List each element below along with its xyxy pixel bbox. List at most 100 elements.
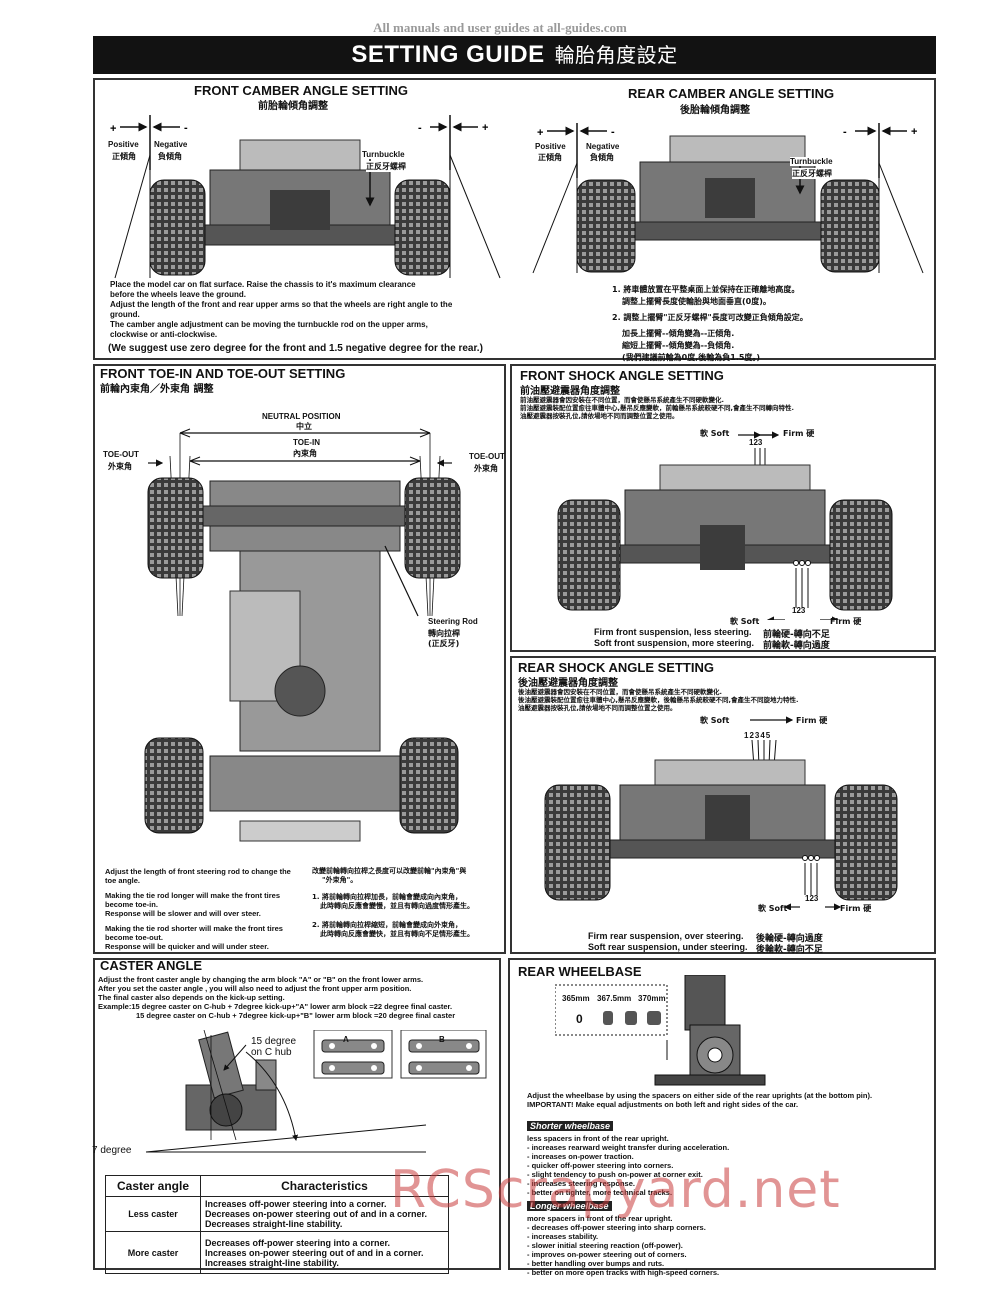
svg-text:-: -: [843, 126, 847, 138]
list-item: - increases on-power traction.: [527, 1152, 634, 1161]
caster-table: Caster angle Characteristics Less caster…: [105, 1175, 449, 1274]
neutral-label: NEUTRAL POSITION: [262, 412, 341, 421]
size-365: 365mm: [562, 994, 590, 1003]
text-line: Example:15 degree caster on C-hub + 7deg…: [98, 1002, 453, 1011]
text-line: 此時轉向反應會變快，並且有轉向不足情形產生。: [320, 930, 474, 938]
text-line: IMPORTANT! Make equal adjustments on bot…: [527, 1100, 799, 1109]
list-item: - increases rearward weight transfer dur…: [527, 1143, 730, 1152]
text-line: The camber angle adjustment can be movin…: [110, 320, 428, 329]
caster-angle-header: Caster angle: [105, 1175, 201, 1197]
toe-zh-text: 改變前輪轉向拉桿之長度可以改變前輪"內束角"與 "外束角"。 1. 將前輪轉向拉…: [312, 867, 502, 939]
rear-soft-top: 軟 Soft: [700, 716, 730, 725]
page-title-en: SETTING GUIDE: [351, 41, 545, 68]
top-watermark: All manuals and user guides at all-guide…: [373, 20, 627, 35]
front-turnbuckle-label: Turnbuckle: [362, 150, 405, 159]
svg-text:-: -: [184, 122, 188, 134]
block-a-label: A: [343, 1035, 349, 1044]
toe-title-zh: 前輪內束角／外束角 調整: [100, 384, 214, 395]
table-row: More caster Decreases off-power steering…: [105, 1231, 449, 1274]
list-item: less spacers in front of the rear uprigh…: [527, 1134, 669, 1143]
front-shock-title: FRONT SHOCK ANGLE SETTING: [520, 368, 724, 383]
characteristics-header: Characteristics: [200, 1175, 449, 1197]
text-line: Adjust the length of the front and rear …: [110, 300, 453, 309]
row-item: Decreases straight-line stability.: [205, 1219, 343, 1229]
text-line: become toe-out.: [105, 933, 163, 942]
rear-firm-top: Firm 硬: [796, 716, 828, 725]
longer-title: Longer wheelbase: [527, 1201, 612, 1211]
row-name: More caster: [105, 1231, 201, 1274]
text-line: The final caster also depends on the kic…: [98, 993, 285, 1002]
rear-shock-title-zh: 後油壓避震器角度調整: [518, 678, 618, 689]
front-nums-top: 123: [749, 438, 763, 447]
list-item: - better handling over bumps and ruts.: [527, 1259, 665, 1268]
plus-sign: +: [110, 123, 116, 135]
text-line: Response will be slower and will over st…: [105, 909, 261, 918]
row-item: Decreases off-power steering into a corn…: [205, 1237, 391, 1248]
row-item: Increases straight-line stability.: [205, 1257, 339, 1268]
front-shock-caption1: Firm front suspension, less steering.: [594, 627, 752, 637]
front-firm-top: Firm 硬: [783, 429, 815, 438]
rear-camber-diagram: + - - +: [532, 123, 924, 274]
front-turnbuckle-zh: 正反牙螺桿: [366, 161, 406, 172]
text-line: before the wheels leave the ground.: [110, 290, 247, 299]
text-line: 前油壓避震器會因安裝在不同位置，而會使懸吊系統產生不同硬軟變化.: [520, 396, 724, 404]
rear-positive-zh: 正傾角: [538, 153, 562, 162]
front-shock-zh-text: 前油壓避震器會因安裝在不同位置，而會使懸吊系統產生不同硬軟變化. 前油壓避震裝配…: [520, 396, 930, 420]
svg-text:+: +: [537, 127, 543, 139]
list-item: - increases steering response.: [527, 1179, 635, 1188]
front-firm-bottom: Firm 硬: [830, 617, 862, 626]
longer-wheelbase-block: Longer wheelbase more spacers in front o…: [527, 1196, 787, 1277]
text-line: 油壓避震器按裝孔位,請依場地不同而調整位置之使用。: [518, 704, 677, 712]
svg-text:-: -: [418, 122, 422, 134]
text-line: (我們建議前輪為0度,後輪為負1.5度。): [622, 353, 761, 362]
caster-table-header: Caster angle Characteristics: [105, 1175, 449, 1197]
text-line: Adjust the length of front steering rod …: [105, 867, 291, 876]
text-line: 油壓避震器按裝孔位,請依場地不同而調整位置之使用。: [520, 412, 679, 420]
rear-shock-caption2: Soft rear suspension, under steering.: [588, 942, 748, 952]
rear-turnbuckle-label: Turnbuckle: [790, 157, 833, 166]
page-title-zh: 輪胎角度設定: [554, 43, 678, 67]
shorter-title: Shorter wheelbase: [527, 1121, 614, 1131]
front-shock-caption2-zh: 前輪軟-轉向過度: [763, 641, 830, 651]
text-line: 後油壓避震器會因安裝在不同位置，而會使懸吊系統產生不同硬軟變化.: [518, 688, 722, 696]
front-camber-text: Place the model car on flat surface. Rai…: [110, 280, 510, 340]
zero-label: 0: [576, 1012, 583, 1026]
text-line: Adjust the front caster angle by changin…: [98, 975, 424, 984]
front-negative-label: Negative: [154, 140, 188, 149]
wheelbase-title: REAR WHEELBASE: [518, 964, 642, 979]
front-camber-suggestion: (We suggest use zero degree for the fron…: [108, 343, 483, 354]
wheelbase-diagram: [555, 975, 766, 1086]
text-line: After you set the caster angle , you wil…: [98, 984, 412, 993]
rear-shock-caption2-zh: 後輪軟-轉向不足: [756, 945, 823, 955]
text-line: 1. 將車體放置在平整桌面上並保持在正確離地高度。: [612, 285, 800, 294]
text-line: ground.: [110, 310, 140, 319]
front-positive-zh: 正傾角: [112, 152, 136, 161]
text-line: 前油壓避震裝配位置愈往車體中心,懸吊反應變軟，前輪懸吊系統較硬不同,會產生不同轉…: [520, 404, 794, 412]
steering-rod-label: Steering Rod: [428, 617, 478, 626]
toe-out-left-zh: 外束角: [108, 462, 132, 471]
front-negative-zh: 負傾角: [158, 152, 182, 161]
caster-chub-label2: on C hub: [251, 1047, 292, 1058]
rear-shock-diagram: [544, 716, 898, 910]
rear-soft-bottom: 軟 Soft: [758, 904, 788, 913]
caster-seven-label: 7 degree: [92, 1145, 132, 1156]
footer-watermark: RCScrapyard.net: [390, 1160, 841, 1220]
front-camber-diagram: + - - +: [110, 115, 501, 279]
block-b-label: B: [439, 1035, 445, 1044]
row-item: Increases off-power steering into a corn…: [205, 1199, 387, 1209]
list-item: - improves on-power steering out of corn…: [527, 1250, 687, 1259]
toe-out-right-label: TOE-OUT: [469, 452, 505, 461]
toe-diagram: [144, 428, 461, 842]
text-line: become toe-in.: [105, 900, 158, 909]
text-line: "外束角"。: [322, 876, 358, 884]
row-name: Less caster: [105, 1196, 201, 1232]
toe-title: FRONT TOE-IN AND TOE-OUT SETTING: [100, 366, 346, 381]
text-line: 縮短上擺臂--傾角變為--負傾角.: [622, 341, 735, 350]
text-line: 後油壓避震裝配位置愈往車體中心,懸吊反應變軟，後輪懸吊系統較硬不同,會產生不同旋…: [518, 696, 799, 704]
row-item: Increases on-power steering out of and i…: [205, 1247, 424, 1258]
front-soft-top: 軟 Soft: [700, 429, 730, 438]
svg-text:+: +: [482, 122, 488, 134]
list-item: - slight tendency to push on-power at co…: [527, 1170, 703, 1179]
svg-text:+: +: [911, 126, 917, 138]
list-item: - slower initial steering reaction (off-…: [527, 1241, 683, 1250]
